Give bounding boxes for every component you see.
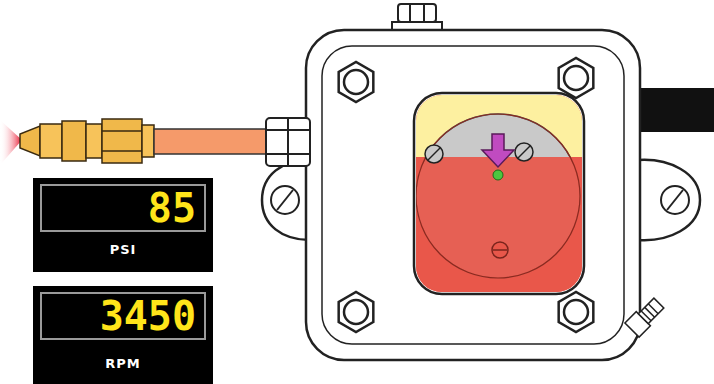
bolt-head (559, 58, 594, 98)
unit-label: RPM (33, 356, 213, 372)
pointer-arrow (482, 134, 514, 167)
pump-housing (262, 30, 700, 360)
readout-value: 3450 (40, 292, 206, 340)
gauge-display: 3450RPM (33, 286, 213, 384)
cover-bolt (339, 58, 594, 332)
oil-tube (154, 129, 266, 154)
oil-spray (0, 120, 22, 165)
bolt-head (339, 62, 374, 102)
suction-hose (630, 88, 714, 132)
bolt-head (559, 292, 594, 332)
nozzle (20, 119, 154, 163)
outlet-fitting (266, 118, 310, 166)
unit-label: PSI (33, 242, 213, 258)
sight-window (414, 93, 584, 294)
bolt-head (339, 292, 374, 332)
gauge-display: 85PSI (33, 178, 213, 272)
top-plug (392, 4, 442, 32)
bleed-valve (625, 296, 666, 337)
readout-value: 85 (40, 184, 206, 232)
